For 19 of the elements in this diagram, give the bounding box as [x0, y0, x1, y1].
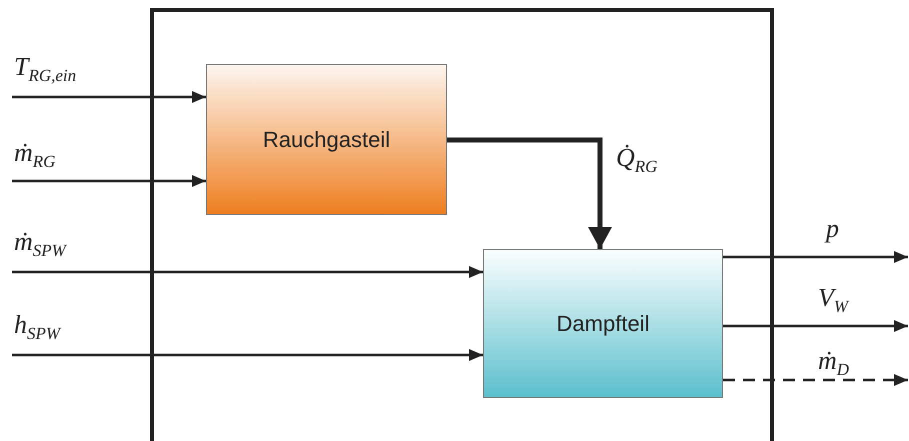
arrow [723, 251, 908, 263]
arrow [723, 320, 908, 332]
arrow [12, 266, 483, 278]
signal-label: ṁ$_{SPW}$ [14, 229, 66, 260]
arrow [12, 175, 206, 187]
signal-label: T$_{RG,ein}$ [14, 54, 76, 84]
signal-label: ṁ$_{RG}$ [14, 140, 56, 170]
arrow [12, 349, 483, 361]
signal-label: h$_{SPW}$ [14, 312, 60, 342]
process-box: Rauchgasteil [206, 64, 447, 215]
arrow [12, 91, 206, 103]
signal-label: Q̇$_{RG}$ [616, 145, 658, 176]
signal-label: V$_{W}$ [818, 285, 848, 316]
signal-label: ṁ$_{D}$ [818, 348, 850, 378]
arrow [447, 138, 612, 249]
process-box: Dampfteil [483, 249, 723, 398]
system-boundary-box [150, 8, 774, 441]
dashed-arrow [723, 374, 908, 386]
signal-label: p [826, 216, 839, 242]
